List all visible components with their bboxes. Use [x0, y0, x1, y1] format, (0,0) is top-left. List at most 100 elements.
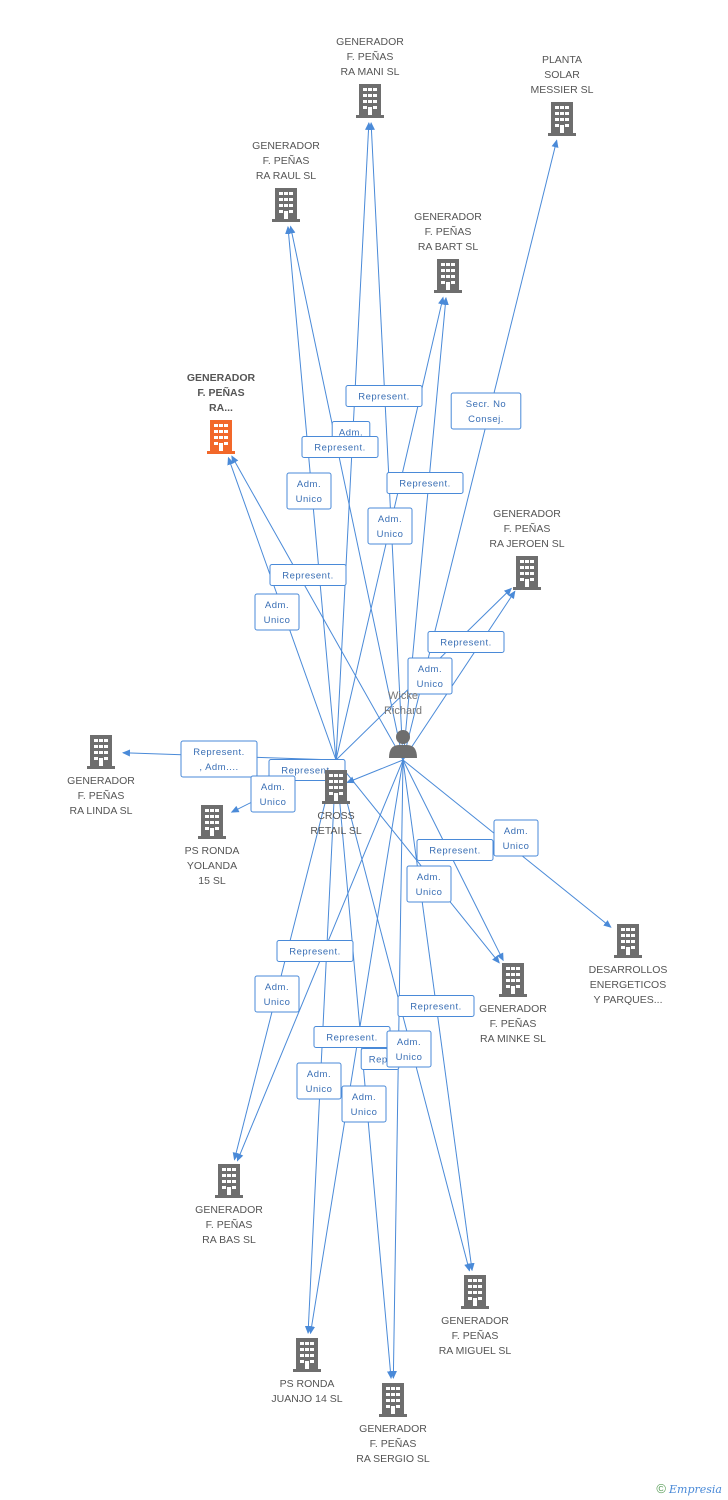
edge-label-box: [406, 865, 452, 903]
edge-label-text: Unico: [417, 679, 444, 690]
edge-label-box: [276, 940, 354, 962]
company-name-line: RA JEROEN SL: [489, 538, 564, 550]
edge-label-l18[interactable]: Represent.: [276, 940, 354, 962]
edge-cross-to-minke: [335, 759, 500, 964]
edge-label-text: Represent.: [281, 766, 332, 777]
company-name-line: F. PEÑAS: [504, 522, 551, 535]
edge-label-box: [386, 472, 464, 494]
edge-label-text: Adm.: [297, 479, 321, 490]
edge-label-text: Represent.: [314, 443, 365, 454]
edge-label-l14[interactable]: Adm.Unico: [250, 775, 296, 813]
company-name-line: PS RONDA: [280, 1378, 335, 1390]
company-node-mani[interactable]: GENERADOR F. PEÑAS RA MANI SL: [336, 36, 404, 118]
edge-label-text: Represent.: [440, 638, 491, 649]
company-node-jeroen[interactable]: GENERADOR F. PEÑAS RA JEROEN SL: [489, 508, 565, 590]
edge-label-box: [341, 1085, 387, 1123]
company-name-line: GENERADOR: [336, 36, 404, 48]
edge-label-box: [386, 1030, 432, 1068]
edge-label-l6[interactable]: Adm.Unico: [286, 472, 332, 510]
edge-label-l1[interactable]: Represent.: [345, 385, 423, 407]
building-icon: [614, 924, 642, 958]
copyright-symbol: ©: [656, 1481, 666, 1496]
edge-label-l11[interactable]: Adm.Unico: [407, 657, 453, 695]
edge-label-text: Represent.: [410, 1002, 461, 1013]
edge-label-text: Represent.: [282, 571, 333, 582]
company-name-line: YOLANDA: [187, 860, 237, 872]
edge-label-l5[interactable]: Represent.: [386, 472, 464, 494]
edge-label-l7[interactable]: Adm.Unico: [367, 507, 413, 545]
edge-label-l4[interactable]: Represent.: [301, 436, 379, 458]
building-icon: [356, 84, 384, 118]
edge-label-text: Adm.: [504, 826, 528, 837]
company-name-line: GENERADOR: [493, 508, 561, 520]
company-name-line: F. PEÑAS: [370, 1437, 417, 1450]
company-name-line: RETAIL SL: [310, 825, 362, 837]
brand-name: mpresia: [677, 1483, 722, 1496]
company-name-line: F. PEÑAS: [490, 1017, 537, 1030]
company-name-line: GENERADOR: [479, 1003, 547, 1015]
company-name-line: GENERADOR: [441, 1315, 509, 1327]
building-icon: [461, 1275, 489, 1309]
edge-label-l16[interactable]: Represent.: [416, 839, 494, 861]
edge-label-l10[interactable]: Represent.: [427, 631, 505, 653]
edge-label-l12[interactable]: Represent., Adm....: [180, 740, 258, 778]
company-name-line: DESARROLLOS: [589, 964, 668, 976]
edge-label-l24[interactable]: Adm.Unico: [296, 1062, 342, 1100]
edge-label-box: [493, 819, 539, 857]
company-node-cross[interactable]: CROSS RETAIL SL: [310, 770, 362, 837]
company-name-line: RA RAUL SL: [256, 170, 316, 182]
edge-label-l15[interactable]: Adm.Unico: [493, 819, 539, 857]
company-name-line: F. PEÑAS: [425, 225, 472, 238]
edge-label-text: Unico: [416, 887, 443, 898]
edge-label-l20[interactable]: Represent.: [397, 995, 475, 1017]
company-name-line: PS RONDA: [185, 845, 240, 857]
edge-label-l17[interactable]: Adm.Unico: [406, 865, 452, 903]
company-name-line: GENERADOR: [414, 211, 482, 223]
edge-label-l8[interactable]: Represent.: [269, 564, 347, 586]
building-icon: [322, 770, 350, 804]
building-icon: [198, 805, 226, 839]
edge-label-box: [450, 392, 522, 430]
edge-label-l25[interactable]: Adm.Unico: [341, 1085, 387, 1123]
company-name-line: F. PEÑAS: [347, 50, 394, 63]
edge-label-text: Secr. No: [466, 399, 506, 410]
edge-label-l23[interactable]: Adm.Unico: [386, 1030, 432, 1068]
company-node-minke[interactable]: GENERADOR F. PEÑAS RA MINKE SL: [479, 963, 547, 1045]
building-icon: [379, 1383, 407, 1417]
edge-label-text: Represent.: [289, 947, 340, 958]
company-name-line: RA MANI SL: [341, 66, 400, 78]
company-name-line: RA MINKE SL: [480, 1033, 546, 1045]
edge-label-box: [254, 975, 300, 1013]
edge-label-text: Adm.: [339, 428, 363, 439]
edge-label-text: Unico: [264, 997, 291, 1008]
edge-label-text: Adm.: [265, 600, 289, 611]
company-name-line: RA LINDA SL: [69, 805, 132, 817]
company-name-line: RA SERGIO SL: [356, 1453, 430, 1465]
edge-label-text: Adm.: [378, 514, 402, 525]
company-name-line: GENERADOR: [359, 1423, 427, 1435]
building-icon: [293, 1338, 321, 1372]
edge-wicke-to-raul: [288, 225, 404, 761]
building-icon: [434, 259, 462, 293]
edge-wicke-to-main: [231, 455, 404, 761]
edge-label-box: [180, 740, 258, 778]
edge-label-l19[interactable]: Adm.Unico: [254, 975, 300, 1013]
company-node-sergio[interactable]: GENERADOR F. PEÑAS RA SERGIO SL: [356, 1383, 430, 1465]
company-name-line: CROSS: [317, 810, 354, 822]
person-name-line: Wicke: [388, 690, 418, 702]
edge-label-l21[interactable]: Represent.: [313, 1026, 391, 1048]
edge-label-l9[interactable]: Adm.Unico: [254, 593, 300, 631]
edge-label-text: Adm.: [397, 1037, 421, 1048]
